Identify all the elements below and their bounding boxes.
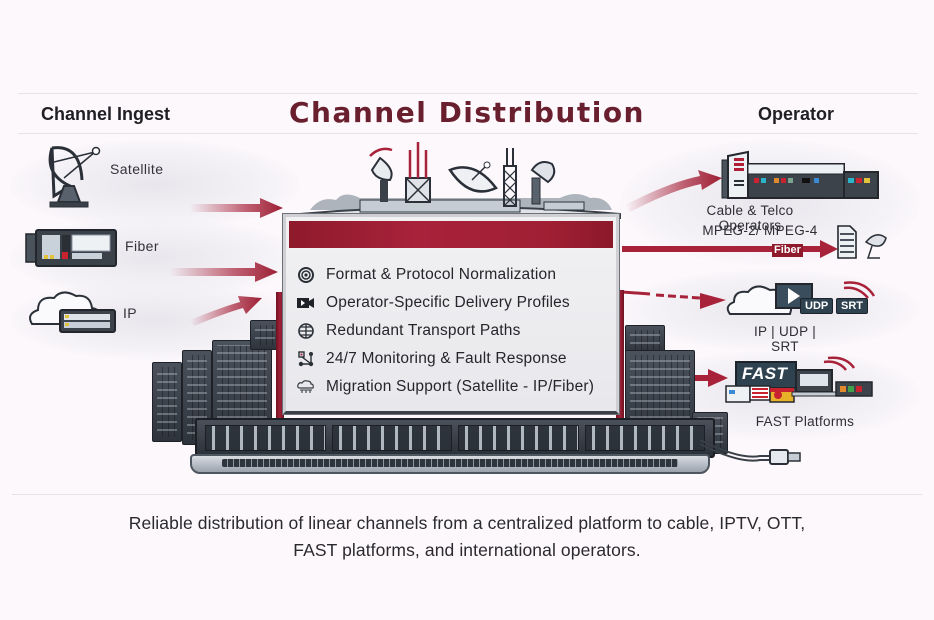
operator-label-fast: FAST Platforms — [755, 414, 855, 429]
control-desk — [190, 454, 710, 474]
feature-list: Format & Protocol Normalization Operator… — [296, 261, 594, 401]
broadcast-skyline-icon — [299, 142, 621, 219]
feature-label: Operator-Specific Delivery Profiles — [326, 294, 570, 311]
normalization-icon — [296, 266, 316, 284]
arrow-fiber — [170, 262, 278, 282]
fiber-equipment-icon — [25, 229, 117, 267]
page-caption: Reliable distribution of linear channels… — [0, 510, 934, 564]
desk-keyboard — [222, 459, 678, 467]
feature-item: Operator-Specific Delivery Profiles — [296, 289, 594, 317]
feature-label: Format & Protocol Normalization — [326, 266, 557, 283]
arrow-fiber-link — [622, 240, 838, 258]
arrow-fast — [690, 369, 728, 387]
arrow-ip — [190, 296, 262, 326]
caption-line-1: Reliable distribution of linear channels… — [128, 513, 806, 533]
operator-label-cable: Cable & Telco Operators — [706, 203, 794, 233]
feature-item: Format & Protocol Normalization — [296, 261, 594, 289]
fast-platforms-icon — [725, 356, 873, 403]
feature-label: Redundant Transport Paths — [326, 322, 521, 339]
ingest-label-ip: IP — [123, 305, 138, 321]
srt-badge: SRT — [836, 298, 868, 314]
console-module — [458, 425, 579, 451]
header-bottom-rule — [18, 133, 918, 134]
feature-item: 24/7 Monitoring & Fault Response — [296, 345, 594, 373]
monitoring-nodes-icon — [296, 350, 316, 368]
distribution-panel: Format & Protocol Normalization Operator… — [283, 214, 619, 414]
panel-post-right — [616, 290, 624, 418]
rack-left-4 — [250, 320, 280, 350]
fiber-link-badge: Fiber — [772, 244, 803, 257]
network-globe-icon — [296, 322, 316, 340]
fast-badge: FAST — [742, 364, 788, 383]
cloud-server-icon — [29, 291, 116, 333]
cloud-migration-icon — [296, 378, 316, 396]
operator-label-ip: IP | UDP | SRT — [753, 324, 817, 354]
control-console — [195, 418, 715, 458]
arrow-cable — [625, 170, 722, 212]
console-module — [205, 425, 326, 451]
feature-label: Migration Support (Satellite - IP/Fiber) — [326, 378, 595, 395]
satellite-dish-icon — [48, 146, 101, 208]
panel-post-left — [276, 292, 284, 418]
feature-item: Redundant Transport Paths — [296, 317, 594, 345]
arrow-ip-udp-srt — [621, 290, 726, 309]
header-top-rule — [18, 93, 918, 94]
arrow-satellite — [190, 198, 283, 218]
page-title: Channel Distribution — [288, 96, 645, 129]
operator-building-icon — [721, 150, 879, 199]
headend-dish-icon — [837, 225, 887, 259]
console-module — [584, 425, 705, 451]
ingest-label-fiber: Fiber — [125, 238, 159, 254]
operator-label-codec: MPEG-2/ MPEG-4 — [702, 223, 818, 238]
feature-item: Migration Support (Satellite - IP/Fiber) — [296, 373, 594, 401]
feature-label: 24/7 Monitoring & Fault Response — [326, 350, 567, 367]
console-module — [331, 425, 452, 451]
ingest-label-satellite: Satellite — [110, 161, 164, 177]
rack-left-1 — [152, 362, 182, 442]
cable-connector-icon — [699, 439, 801, 465]
video-camera-icon — [296, 294, 316, 312]
ip-streaming-icon — [726, 281, 876, 315]
ingest-column-title: Channel Ingest — [41, 104, 171, 124]
udp-badge: UDP — [800, 298, 834, 314]
operator-column-title: Operator — [758, 104, 835, 124]
footer-rule — [12, 494, 922, 495]
panel-banner — [289, 221, 613, 248]
caption-line-2: FAST platforms, and international operat… — [293, 540, 641, 560]
